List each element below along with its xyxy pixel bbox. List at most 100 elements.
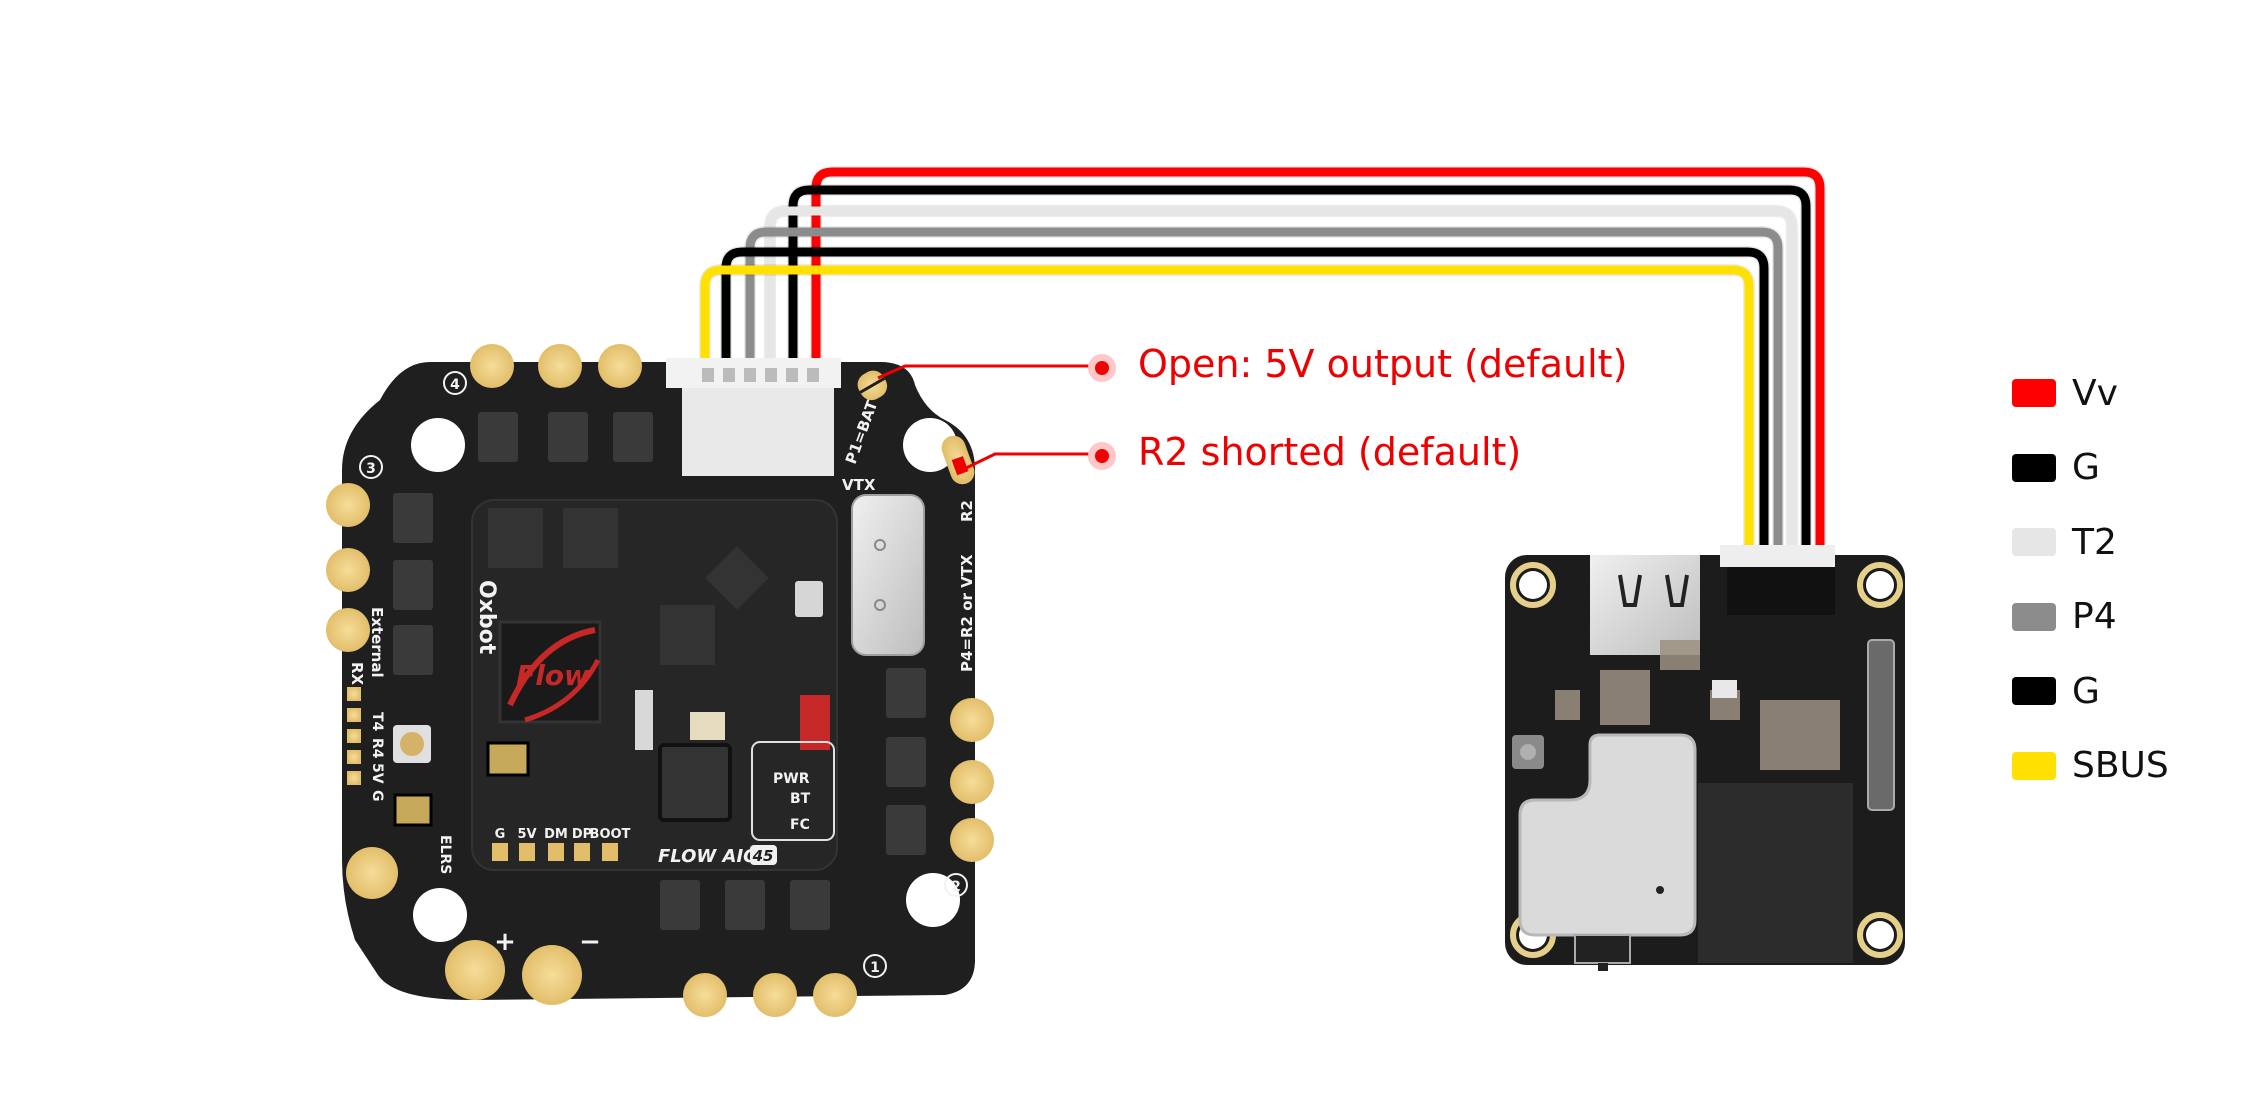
crystal <box>635 690 653 750</box>
callout-r2: R2 shorted (default) <box>1138 430 1522 474</box>
motor-pads-right <box>950 698 994 862</box>
wire-legend: Vv G T2 P4 G SBUS <box>2012 356 2169 803</box>
model-text: FLOW AIO <box>658 846 758 867</box>
fc-usb-c-port <box>851 494 925 656</box>
legend-swatch <box>2012 751 2056 780</box>
battery-pad-negative <box>522 945 582 1005</box>
legend-label: T2 <box>2072 521 2117 563</box>
vtx-camera-connector <box>1867 639 1895 811</box>
vtx-components <box>1555 640 1840 770</box>
brand-text: Oxbot <box>474 580 499 655</box>
legend-swatch <box>2012 528 2056 557</box>
legend-item: SBUS <box>2012 729 2169 804</box>
pad-label-5v: 5V <box>517 827 536 842</box>
component <box>690 712 725 740</box>
motor-pads-top <box>470 344 642 388</box>
elrs-button <box>393 793 433 827</box>
pad-label-boot: BOOT <box>590 827 631 842</box>
battery-minus-label: − <box>579 927 601 957</box>
vtx-rf-shield <box>1518 733 1697 937</box>
baro-sensor <box>795 581 823 617</box>
pad-label-g: G <box>495 827 506 842</box>
vtx-processor <box>1698 783 1853 963</box>
svg-text:2: 2 <box>951 879 961 895</box>
pad-label-dp: DP <box>572 827 592 842</box>
legend-item: G <box>2012 431 2169 506</box>
pad-boot <box>602 843 618 861</box>
pad-5v-label: 5V <box>369 763 385 784</box>
r4-label: R4 <box>369 738 385 759</box>
vtx-wire-connector <box>1720 545 1835 567</box>
model-badge: 45 <box>752 847 774 865</box>
rx-pads <box>347 687 361 785</box>
legend-item: Vv <box>2012 356 2169 431</box>
wire-g <box>721 247 1769 548</box>
legend-label: G <box>2072 447 2100 489</box>
chip <box>660 605 715 665</box>
wire-bundle <box>699 166 1826 548</box>
mount-hole <box>906 873 960 927</box>
gyro-chip <box>705 545 769 610</box>
pad-label-dm: DM <box>544 827 568 842</box>
red-component <box>800 695 830 750</box>
legend-swatch <box>2012 602 2056 631</box>
motor-number-badges: 4 3 2 1 <box>359 371 968 978</box>
boot-button <box>486 741 530 777</box>
legend-swatch <box>2012 379 2056 408</box>
elrs-label: ELRS <box>437 835 453 874</box>
r2-label: R2 <box>958 500 976 522</box>
mount-hole <box>413 888 467 942</box>
motor-pads-bottom <box>683 973 857 1017</box>
wire-sbus <box>700 265 1754 548</box>
led-bt-label: BT <box>790 791 811 807</box>
led-pwr-label: PWR <box>773 771 810 787</box>
flow-logo-text: Flow <box>516 659 590 692</box>
pad-g-label: G <box>369 790 385 802</box>
battery-plus-label: + <box>494 927 516 957</box>
pad-dm <box>548 843 564 861</box>
legend-label: SBUS <box>2072 745 2169 787</box>
legend-swatch <box>2012 453 2056 482</box>
legend-item: G <box>2012 654 2169 729</box>
flow-logo-chip <box>498 620 602 724</box>
wire-p4 <box>745 227 1783 548</box>
chip <box>563 508 618 568</box>
svg-text:1: 1 <box>870 960 880 976</box>
svg-text:4: 4 <box>450 377 460 393</box>
motor-pads-left <box>326 483 370 652</box>
legend-label: G <box>2072 670 2100 712</box>
svg-text:3: 3 <box>366 461 376 477</box>
battery-pad-positive <box>445 940 505 1000</box>
pad-g <box>492 843 508 861</box>
legend-label: Vv <box>2072 372 2118 414</box>
vtx-module <box>1505 545 1905 971</box>
r2-jumper <box>941 435 975 485</box>
wire-t2 <box>765 206 1797 548</box>
wire-vv <box>811 167 1825 548</box>
callout-leaders <box>877 354 1116 472</box>
pad-dp <box>574 843 590 861</box>
legend-item: T2 <box>2012 505 2169 580</box>
mount-hole <box>411 418 465 472</box>
mcu-chip <box>658 743 732 822</box>
mosfets <box>393 412 926 930</box>
chip <box>488 508 543 568</box>
mount-hole <box>903 418 957 472</box>
p4-note-label: P4=R2 or VTX <box>958 554 976 672</box>
wire-g <box>788 185 1811 548</box>
legend-swatch <box>2012 677 2056 706</box>
flight-controller-board: Flow Oxbot P1=BAT VTX R2 P4=R2 <box>326 344 994 1017</box>
t4-label: T4 <box>369 712 385 732</box>
led-fc-label: FC <box>790 817 810 833</box>
legend-label: P4 <box>2072 596 2117 638</box>
vtx-label: VTX <box>842 476 876 494</box>
pad-large-left <box>346 847 398 899</box>
vtx-button <box>1574 934 1631 964</box>
pad-5v <box>519 843 535 861</box>
callout-p1-bat: Open: 5V output (default) <box>1138 342 1628 386</box>
rx-label: RX <box>348 662 366 686</box>
external-label: External <box>368 607 386 678</box>
legend-item: P4 <box>2012 580 2169 655</box>
